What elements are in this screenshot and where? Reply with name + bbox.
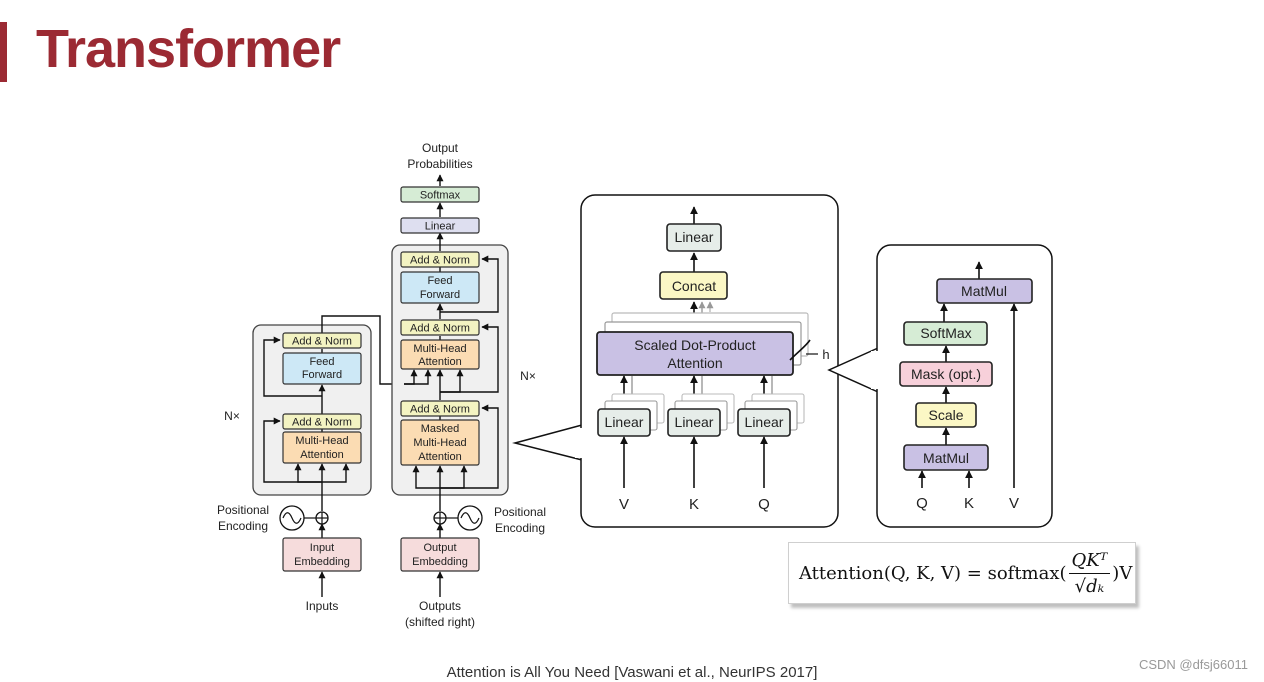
attention-formula: Attention(Q, K, V) = softmax( QKᵀ √dₖ )V <box>788 542 1136 604</box>
formula-lhs: Attention(Q, K, V) = softmax( <box>799 562 1067 584</box>
encoder-multi-head-attention <box>282 431 362 464</box>
encoder-nx-label: N× <box>224 409 240 423</box>
decoder: N× Output Probabilities Softmax Linear A… <box>391 141 546 629</box>
svg-text:Attention: Attention <box>418 356 461 368</box>
sdpa-softmax-box <box>903 321 988 346</box>
encoder-feed-forward <box>282 352 362 385</box>
decoder-add-norm-1 <box>400 251 480 268</box>
svg-text:Positional: Positional <box>217 503 269 517</box>
svg-text:Scaled Dot-Product: Scaled Dot-Product <box>634 337 756 353</box>
svg-text:(shifted right): (shifted right) <box>405 615 475 629</box>
title-accent-bar <box>0 22 7 82</box>
svg-text:K: K <box>964 495 974 512</box>
svg-text:Add & Norm: Add & Norm <box>410 255 470 267</box>
encoder-add-norm-bottom <box>282 413 362 430</box>
watermark: CSDN @dfsj66011 <box>1138 657 1248 672</box>
decoder-softmax <box>400 186 480 203</box>
svg-text:Input: Input <box>310 542 334 554</box>
svg-text:V: V <box>619 496 629 513</box>
linear-v-box <box>597 408 651 437</box>
svg-text:Q: Q <box>758 496 770 513</box>
svg-text:Linear: Linear <box>675 229 714 245</box>
svg-text:Multi-Head: Multi-Head <box>413 343 466 355</box>
svg-text:Concat: Concat <box>672 278 716 294</box>
svg-text:Softmax: Softmax <box>420 190 461 202</box>
decoder-nx-label: N× <box>520 369 536 383</box>
encoder-inputs-label: Inputs <box>306 599 339 613</box>
citation: Attention is All You Need [Vaswani et al… <box>446 664 818 681</box>
svg-text:Mask (opt.): Mask (opt.) <box>911 366 981 382</box>
svg-text:V: V <box>1009 495 1019 512</box>
svg-text:Masked: Masked <box>421 423 460 435</box>
encoder-input-embedding <box>282 537 362 572</box>
sdpa-scale-box <box>915 402 977 428</box>
svg-text:Linear: Linear <box>745 414 784 430</box>
svg-text:MatMul: MatMul <box>961 283 1007 299</box>
svg-text:Output: Output <box>422 141 459 155</box>
mha-linear-top-box <box>666 223 722 252</box>
svg-text:Linear: Linear <box>605 414 644 430</box>
svg-text:Attention: Attention <box>300 449 343 461</box>
svg-text:Forward: Forward <box>302 369 342 381</box>
decoder-feed-forward <box>400 271 480 304</box>
heads-h-label: h <box>822 347 829 362</box>
decoder-linear <box>400 217 480 234</box>
formula-numerator: QKᵀ <box>1068 550 1111 574</box>
sdpa-mask-box <box>899 361 993 387</box>
svg-text:Add & Norm: Add & Norm <box>410 323 470 335</box>
svg-text:Linear: Linear <box>675 414 714 430</box>
page-title: Transformer <box>36 19 341 79</box>
svg-text:Multi-Head: Multi-Head <box>295 435 348 447</box>
decoder-add-norm-2 <box>400 319 480 336</box>
svg-text:Attention: Attention <box>418 451 461 463</box>
encoder-add-norm-top <box>282 332 362 349</box>
svg-text:Add & Norm: Add & Norm <box>292 336 352 348</box>
svg-text:Multi-Head: Multi-Head <box>413 437 466 449</box>
svg-text:Embedding: Embedding <box>412 556 468 568</box>
sdpa-matmul-bottom-box <box>903 444 989 471</box>
svg-text:K: K <box>689 496 699 513</box>
svg-text:Output: Output <box>423 542 456 554</box>
svg-text:Add & Norm: Add & Norm <box>410 404 470 416</box>
svg-text:Feed: Feed <box>427 275 452 287</box>
multi-head-attention-panel: Scaled Dot-Product Attention h Linear Li… <box>512 194 839 528</box>
svg-text:Add & Norm: Add & Norm <box>292 417 352 429</box>
svg-text:MatMul: MatMul <box>923 450 969 466</box>
svg-text:Scale: Scale <box>928 407 963 423</box>
decoder-multi-head-attention <box>400 339 480 370</box>
decoder-output-embedding <box>400 537 480 572</box>
svg-text:Encoding: Encoding <box>218 519 268 533</box>
svg-text:Probabilities: Probabilities <box>407 157 472 171</box>
svg-text:Linear: Linear <box>425 221 456 233</box>
svg-text:Positional: Positional <box>494 505 546 519</box>
scaled-dot-product-panel: MatMul SoftMax Mask (opt.) Scale MatMul … <box>827 244 1053 528</box>
formula-denominator: √dₖ <box>1074 575 1105 597</box>
linear-k-box <box>667 408 721 437</box>
encoder: N× Add & Norm Feed Forward Add & Norm Mu… <box>217 315 404 613</box>
decoder-masked-multi-head-attention <box>400 419 480 466</box>
svg-text:Outputs: Outputs <box>419 599 461 613</box>
formula-fraction: QKᵀ √dₖ <box>1068 550 1111 597</box>
formula-rhs: )V <box>1112 562 1133 584</box>
svg-text:Feed: Feed <box>309 356 334 368</box>
sdpa-matmul-top-box <box>936 278 1033 304</box>
svg-text:Embedding: Embedding <box>294 556 350 568</box>
svg-text:Forward: Forward <box>420 289 460 301</box>
encoder-stack-frame <box>252 324 372 496</box>
linear-q-box <box>737 408 791 437</box>
svg-text:Attention: Attention <box>667 355 722 371</box>
scaled-dot-product-attention-box <box>596 331 794 376</box>
concat-box <box>659 271 728 300</box>
svg-text:SoftMax: SoftMax <box>920 325 971 341</box>
decoder-add-norm-3 <box>400 400 480 417</box>
svg-text:Encoding: Encoding <box>495 521 545 535</box>
svg-text:Q: Q <box>916 495 928 512</box>
